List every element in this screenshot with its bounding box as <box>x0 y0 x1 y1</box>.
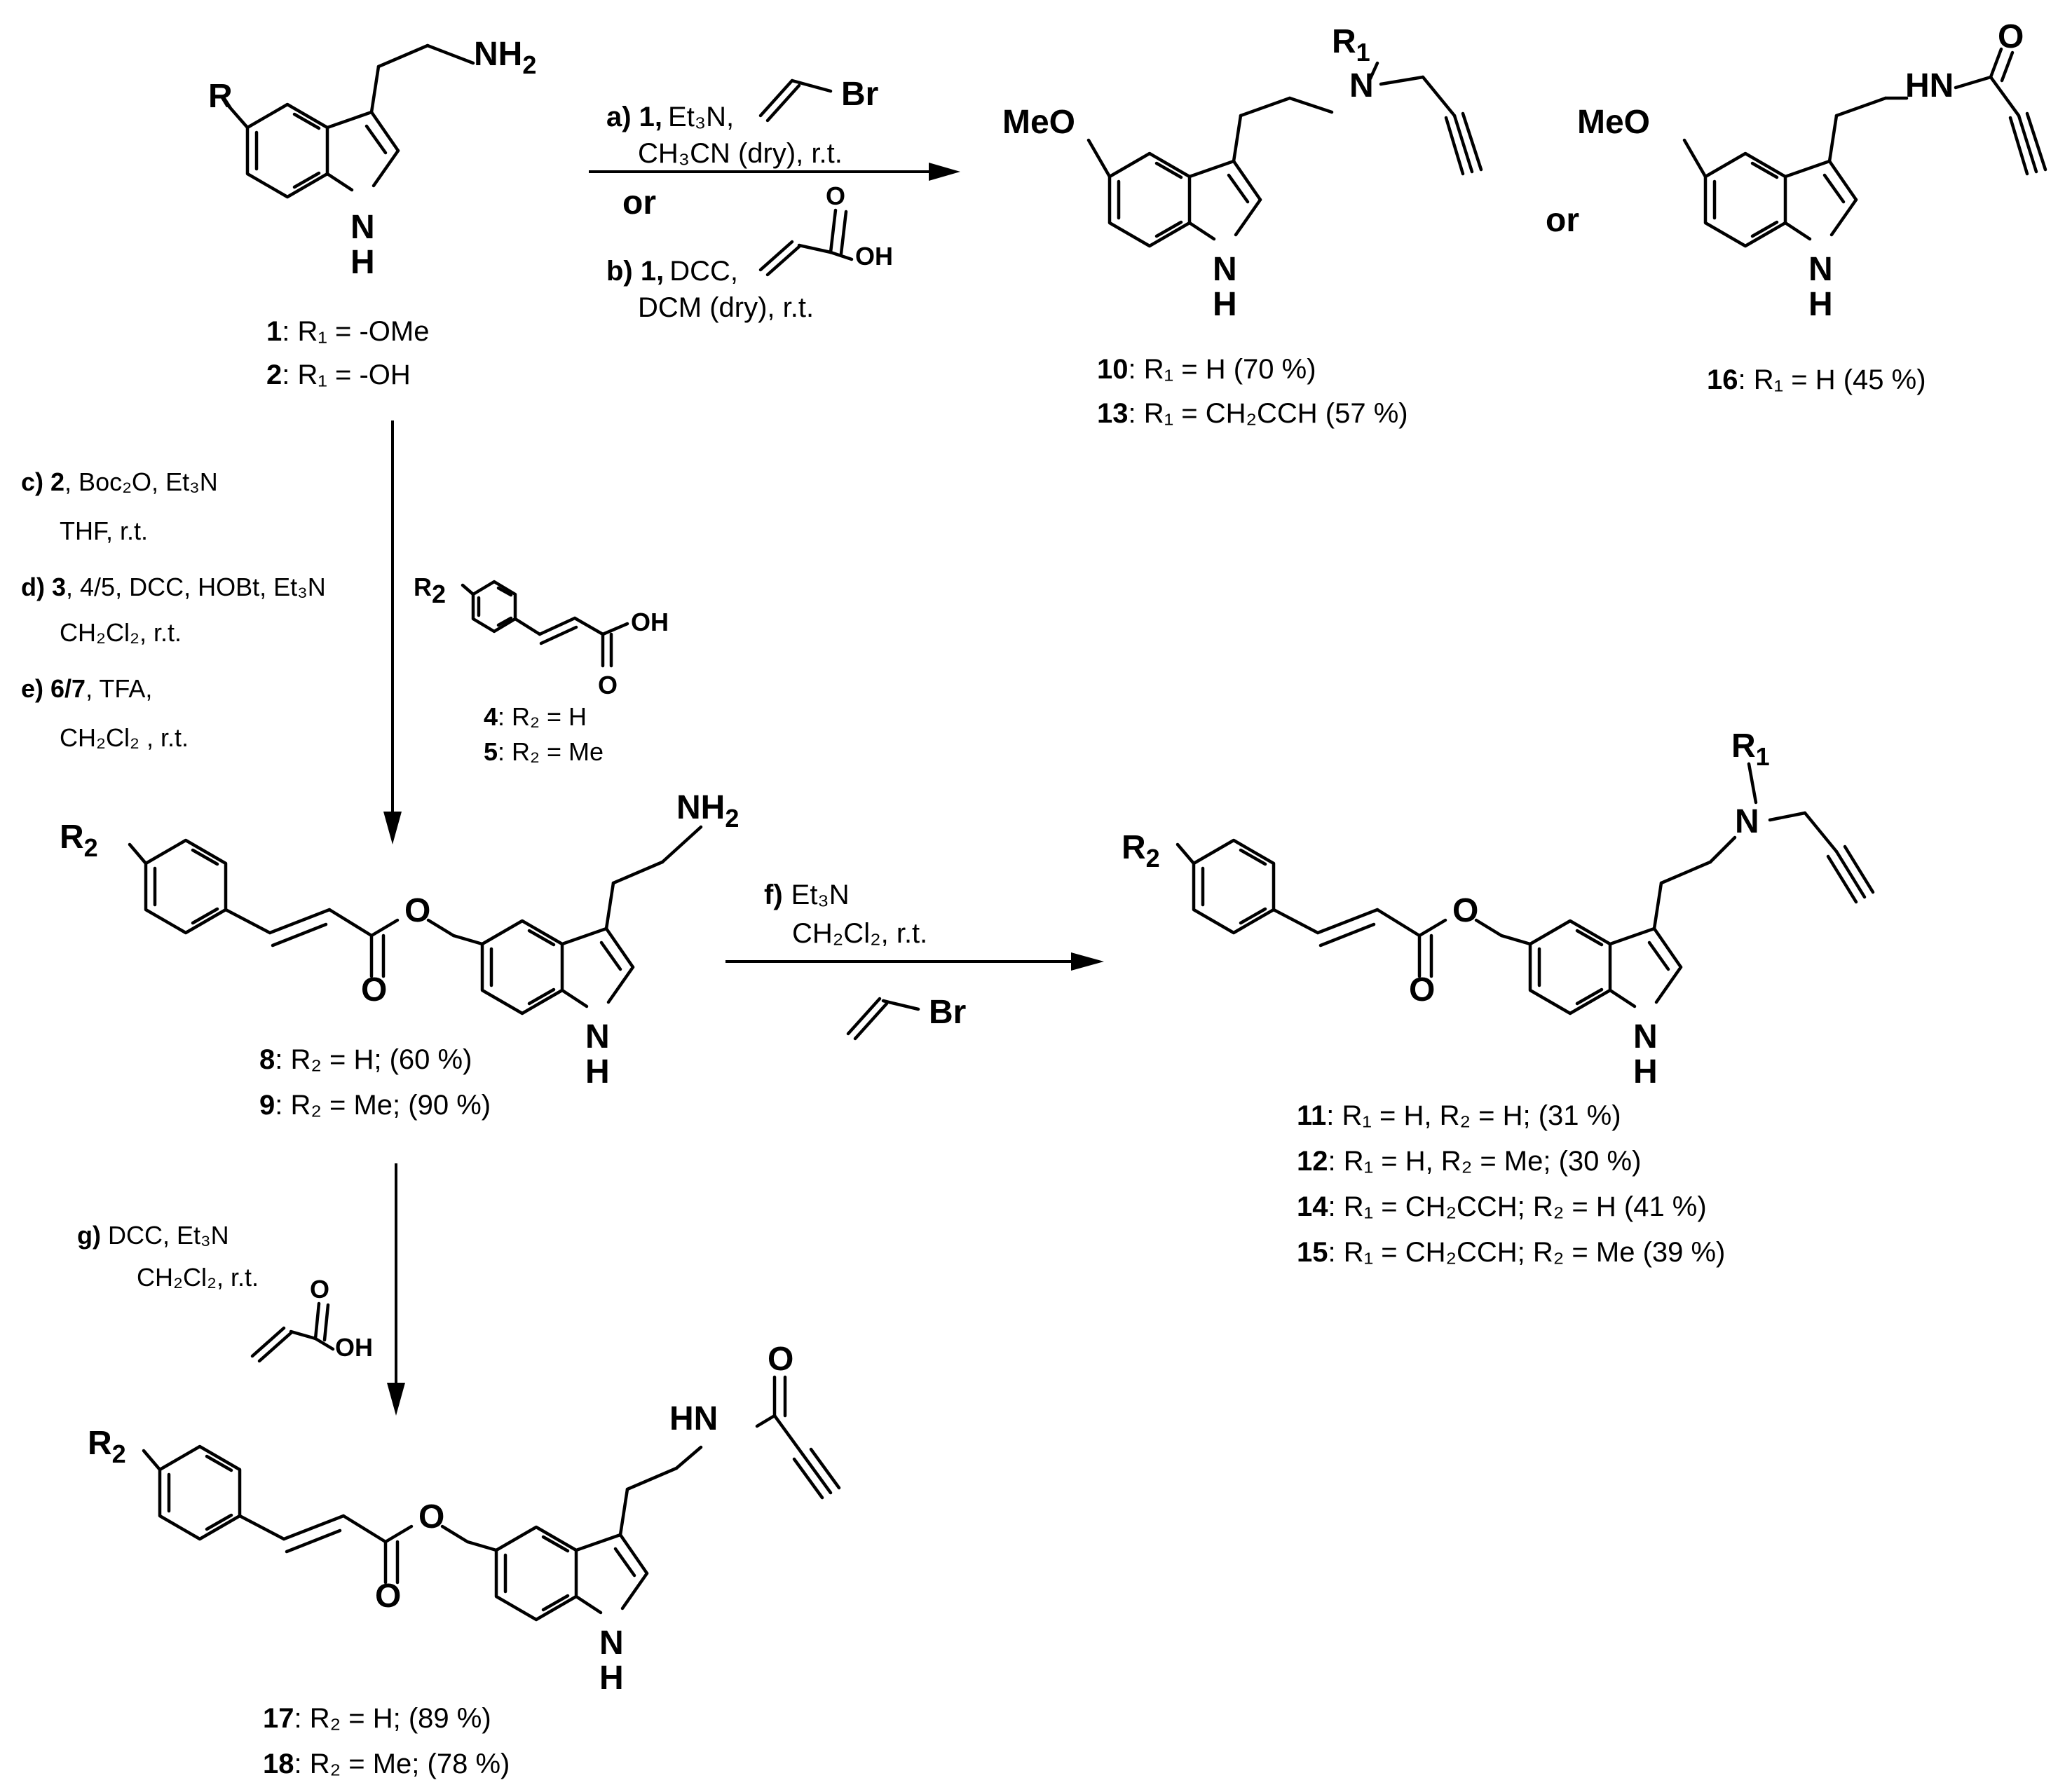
atom-o-ester-17: O <box>418 1498 444 1535</box>
condition-b: b) 1,DCC, <box>606 256 738 287</box>
compound-11-label: 11: R₁ = H, R₂ = H; (31 %) <box>1297 1100 1621 1131</box>
reaction-arrow-down-1 <box>383 420 402 844</box>
compound-9-label: 9: R₂ = Me; (90 %) <box>259 1090 491 1121</box>
atom-oh-b: OH <box>855 242 893 271</box>
atom-nh-17: N <box>599 1625 624 1662</box>
atom-meo-16: MeO <box>1577 104 1650 141</box>
atom-h-11: H <box>1633 1053 1658 1090</box>
atom-h-1: H <box>350 244 375 281</box>
atom-br-f: Br <box>929 994 966 1031</box>
propiolic-acid-g <box>250 1301 335 1363</box>
cinnamic-acid-structure <box>461 580 629 668</box>
atom-h-8: H <box>585 1053 610 1090</box>
compound-15-label: 15: R₁ = CH₂CCH; R₂ = Me (39 %) <box>1297 1237 1725 1268</box>
atom-o-g: O <box>310 1275 329 1304</box>
reaction-arrow-right-f <box>725 952 1104 971</box>
propiolamide-structure <box>1682 47 2047 246</box>
atom-nh-1: N <box>350 209 375 246</box>
atom-hn-16: HN <box>1905 67 1954 104</box>
condition-d-solvent: CH₂Cl₂, r.t. <box>60 618 182 647</box>
atom-r: R <box>208 78 233 115</box>
compound-12-label: 12: R₁ = H, R₂ = Me; (30 %) <box>1297 1146 1641 1177</box>
condition-c: c) 2, Boc₂O, Et₃N <box>21 467 218 496</box>
propiolic-acid-b <box>758 208 854 277</box>
compound-4-label: 4: R₂ = H <box>484 702 587 731</box>
compound-13-label: 13: R₁ = CH₂CCH (57 %) <box>1097 398 1408 429</box>
atom-n-11: N <box>1735 803 1759 840</box>
compound-2-label: 2: R₁ = -OH <box>266 360 411 390</box>
atom-r1-10: R1 <box>1332 23 1370 67</box>
atom-o-ester-8: O <box>404 892 430 929</box>
atom-nh2: NH2 <box>474 36 536 79</box>
atom-r1-11: R1 <box>1731 727 1770 771</box>
condition-d: d) 3, 4/5, DCC, HOBt, Et₃N <box>21 573 326 601</box>
ester-propargylamine-structure <box>1178 762 1875 1013</box>
or-text-1: or <box>622 184 656 221</box>
atom-nh2-8: NH2 <box>676 789 739 833</box>
or-text-2: or <box>1546 202 1579 239</box>
compound-14-label: 14: R₁ = CH₂CCH; R₂ = H (41 %) <box>1297 1191 1707 1222</box>
atom-o-carbonyl-17: O <box>375 1578 401 1615</box>
atom-h-17: H <box>599 1660 624 1697</box>
condition-a-solvent: CH₃CN (dry), r.t. <box>638 138 843 169</box>
atom-meo-10: MeO <box>1002 104 1075 141</box>
condition-f-solvent: CH₂Cl₂, r.t. <box>792 918 927 949</box>
propargyl-bromide-a <box>758 78 833 123</box>
compound-16-label: 16: R₁ = H (45 %) <box>1707 364 1926 395</box>
atom-o-b: O <box>826 182 845 210</box>
condition-g-solvent: CH₂Cl₂, r.t. <box>137 1263 259 1292</box>
propargyl-amine-structure <box>1086 61 1483 246</box>
compound-18-label: 18: R₂ = Me; (78 %) <box>263 1749 510 1779</box>
atom-nh-8: N <box>585 1018 610 1055</box>
condition-a: a) 1,Et₃N, <box>606 102 734 132</box>
ester-propiolamide-structure <box>144 1375 841 1620</box>
atom-nh-16: N <box>1808 251 1833 288</box>
atom-nh-10: N <box>1213 251 1237 288</box>
atom-r2-17: R2 <box>88 1425 126 1468</box>
atom-oh-g: OH <box>335 1333 373 1362</box>
compound-5-label: 5: R₂ = Me <box>484 737 604 766</box>
compound-1-label: 1: R₁ = -OMe <box>266 316 429 347</box>
tryptamine-structure <box>226 43 475 197</box>
atom-hn-17: HN <box>669 1400 718 1437</box>
condition-e-solvent: CH₂Cl₂ , r.t. <box>60 723 189 752</box>
atom-o-16: O <box>1998 18 2024 55</box>
atom-o-acid: O <box>598 671 618 699</box>
atom-o-carbonyl-11: O <box>1409 971 1435 1008</box>
compound-10-label: 10: R₁ = H (70 %) <box>1097 354 1316 385</box>
condition-c-solvent: THF, r.t. <box>60 517 148 545</box>
reaction-arrow-top <box>589 163 960 181</box>
propargyl-bromide-f <box>846 997 920 1041</box>
atom-nh-11: N <box>1633 1018 1658 1055</box>
compound-8-label: 8: R₂ = H; (60 %) <box>259 1044 472 1075</box>
atom-r2-8: R2 <box>60 819 98 862</box>
atom-o-carbonyl-8: O <box>361 971 387 1008</box>
atom-h-10: H <box>1213 286 1237 323</box>
atom-r2-11: R2 <box>1122 829 1160 873</box>
compound-17-label: 17: R₂ = H; (89 %) <box>263 1703 491 1734</box>
atom-o-17: O <box>768 1341 793 1378</box>
condition-e: e) 6/7, TFA, <box>21 674 152 703</box>
ester-amine-structure <box>130 825 703 1013</box>
atom-h-16: H <box>1808 286 1833 323</box>
atom-o-ester-11: O <box>1452 892 1478 929</box>
atom-r2-acid: R2 <box>414 573 446 608</box>
condition-b-solvent: DCM (dry), r.t. <box>638 292 814 323</box>
condition-g: g)DCC, Et₃N <box>77 1221 229 1250</box>
atom-oh-acid: OH <box>631 608 669 636</box>
atom-br-a: Br <box>841 76 878 113</box>
reaction-arrow-down-2 <box>387 1163 405 1416</box>
condition-f: f)Et₃N <box>764 880 850 910</box>
atom-n-10: N <box>1349 67 1374 104</box>
